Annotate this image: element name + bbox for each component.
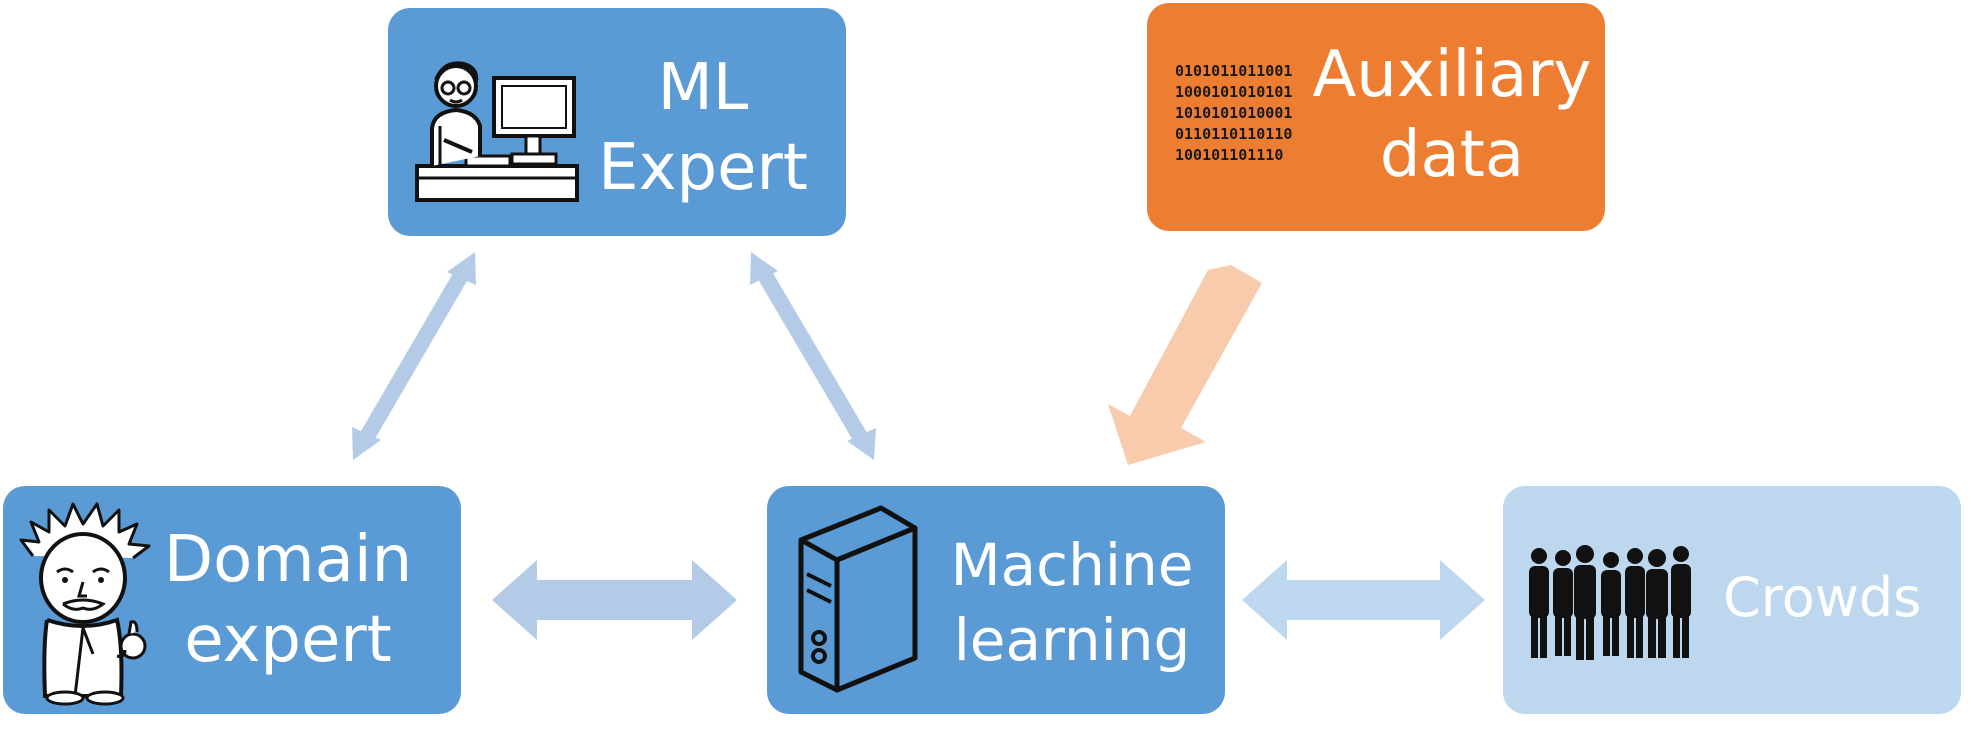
auxiliary-data-node: 0101011011001 1000101010101 101010101000… [1147, 3, 1605, 231]
binary-line: 1000101010101 [1175, 83, 1293, 101]
auxiliary-label-line1: Auxiliary [1312, 38, 1592, 112]
ml-expert-icon [415, 61, 579, 202]
arrow-ml-expert-machine-learning [750, 252, 876, 460]
crowd-silhouette-icon [1529, 545, 1691, 660]
binary-line: 100101101110 [1175, 146, 1284, 164]
crowds-node: Crowds [1503, 486, 1961, 714]
binary-line: 1010101010001 [1175, 104, 1293, 122]
crowds-label: Crowds [1723, 566, 1922, 629]
arrow-ml-crowds [1242, 560, 1485, 640]
binary-data-icon: 0101011011001 1000101010101 101010101000… [1175, 61, 1292, 166]
machine-learning-label-line1: Machine [950, 531, 1194, 599]
ml-expert-node: ML Expert [388, 8, 846, 236]
auxiliary-label-line2: data [1379, 118, 1525, 192]
einstein-icon [19, 502, 151, 706]
arrow-auxiliary-to-ml [1108, 265, 1262, 465]
domain-expert-label-line1: Domain [163, 523, 413, 597]
ml-expert-label-line1: ML [657, 51, 749, 125]
machine-learning-node: Machine learning [767, 486, 1225, 714]
machine-learning-label-line2: learning [953, 606, 1191, 675]
ml-expert-label-line2: Expert [598, 131, 808, 205]
arrow-ml-expert-domain-expert [352, 252, 476, 460]
binary-line: 0101011011001 [1175, 62, 1293, 80]
arrow-domain-expert-machine-learning [492, 560, 737, 640]
domain-expert-node: Domain expert [3, 486, 461, 714]
binary-line: 0110110110110 [1175, 125, 1293, 143]
server-tower-icon [798, 505, 918, 693]
domain-expert-label-line2: expert [184, 603, 392, 677]
